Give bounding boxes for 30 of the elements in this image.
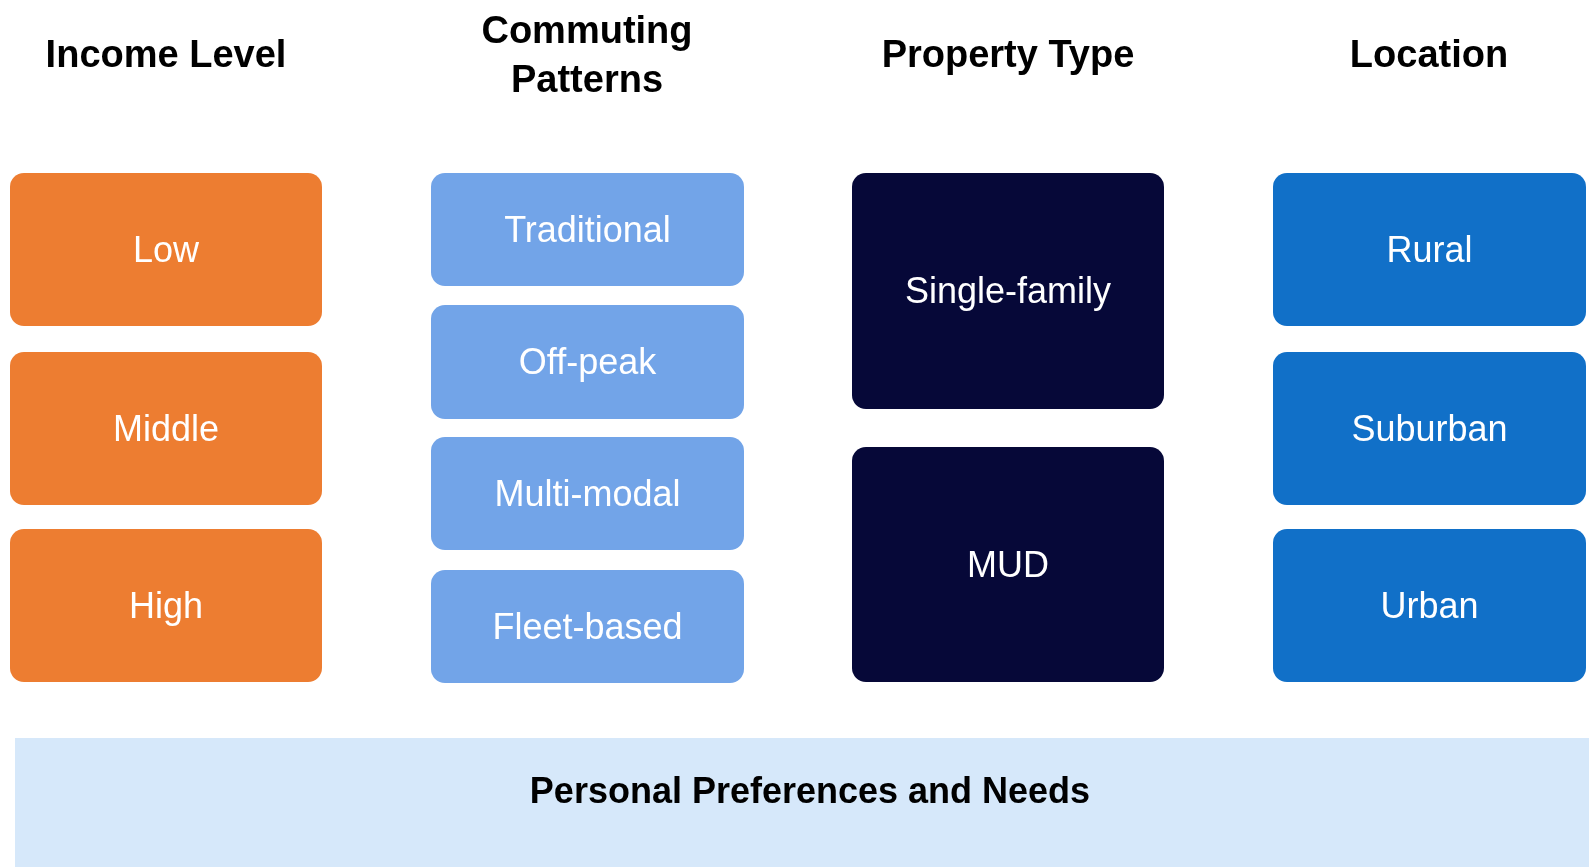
column-heading: Property Type <box>880 32 1136 78</box>
box-label: Suburban <box>1351 407 1508 450</box>
box-label: Traditional <box>504 208 671 251</box>
category-box <box>10 352 322 505</box>
category-box <box>852 173 1164 409</box>
box-label: Low <box>132 228 199 271</box>
box-label: Middle <box>112 407 220 450</box>
column-heading: Commuting Patterns <box>480 7 694 102</box>
category-box <box>10 529 322 682</box>
category-box <box>1273 352 1586 505</box>
box-label: Urban <box>1380 584 1479 627</box>
base-band <box>15 738 1589 867</box>
band-label: Personal Preferences and Needs <box>529 770 1091 812</box>
box-label: Off-peak <box>518 341 657 383</box>
box-label: High <box>128 584 203 627</box>
box-label: Rural <box>1386 228 1473 271</box>
box-label: Multi-modal <box>494 472 681 515</box>
category-box <box>431 305 744 419</box>
column-heading: Income Level <box>44 32 288 78</box>
box-label: Single-family <box>904 270 1112 312</box>
category-box <box>10 173 322 326</box>
column-heading: Location <box>1348 32 1510 78</box>
category-box <box>431 437 744 550</box>
category-box <box>431 570 744 683</box>
category-box <box>1273 529 1586 682</box>
category-box <box>1273 173 1586 326</box>
box-label: MUD <box>967 543 1049 586</box>
category-box <box>431 173 744 286</box>
category-box <box>852 447 1164 682</box>
box-label: Fleet-based <box>492 605 683 648</box>
